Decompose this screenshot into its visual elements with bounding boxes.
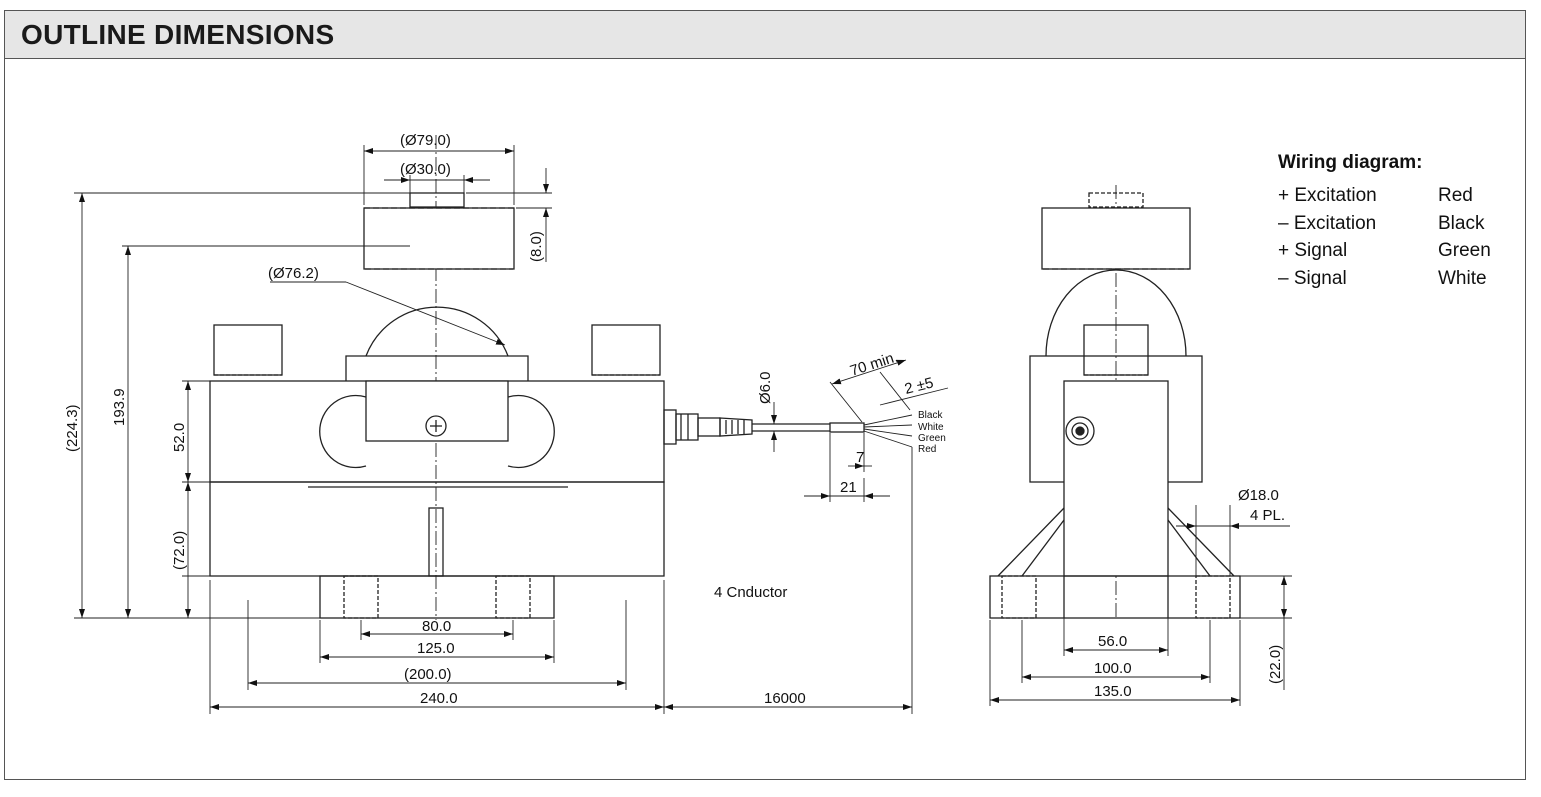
dim-w240: 240.0 — [420, 690, 458, 707]
wire-label-black: Black — [918, 410, 943, 421]
front-dimensions — [74, 145, 949, 714]
dim-h52: 52.0 — [171, 423, 188, 452]
dim-21: 21 — [840, 479, 857, 496]
section-title: OUTLINE DIMENSIONS — [21, 19, 335, 50]
outline-frame: OUTLINE DIMENSIONS — [4, 10, 1526, 780]
dim-h8: (8.0) — [528, 231, 545, 262]
dim-w56: 56.0 — [1098, 633, 1127, 650]
dim-h193: 193.9 — [111, 388, 128, 426]
front-view — [209, 135, 913, 620]
wiring-row: – Signal White — [1278, 265, 1491, 293]
dim-d76: (Ø76.2) — [268, 265, 319, 282]
wiring-color: White — [1438, 267, 1487, 289]
wire-label-green: Green — [918, 433, 946, 444]
side-dimensions — [989, 505, 1292, 706]
wiring-row: + Signal Green — [1278, 237, 1491, 265]
dim-cable-dia: Ø6.0 — [757, 371, 774, 404]
dim-hole: Ø18.0 — [1238, 487, 1279, 504]
wiring-function: – Signal — [1278, 267, 1347, 289]
dim-w80: 80.0 — [422, 618, 451, 635]
wiring-row: – Excitation Black — [1278, 210, 1491, 238]
dim-tin-length: 2 ±5 — [903, 374, 935, 398]
dim-h72: (72.0) — [171, 531, 188, 570]
dim-d30: (Ø30.0) — [400, 161, 451, 178]
dim-w200: (200.0) — [404, 666, 452, 683]
wiring-row: + Excitation Red — [1278, 182, 1491, 210]
dim-w100: 100.0 — [1094, 660, 1132, 677]
dim-h22: (22.0) — [1267, 645, 1284, 684]
wiring-diagram: Wiring diagram: + Excitation Red – Excita… — [1278, 152, 1491, 292]
dim-7: 7 — [856, 449, 864, 466]
wiring-function: – Excitation — [1278, 212, 1377, 234]
dim-d79: (Ø79.0) — [400, 132, 451, 149]
wire-label-white: White — [918, 422, 944, 433]
dim-h224: (224.3) — [64, 404, 81, 452]
dim-strip-length: 70 min. — [848, 348, 900, 379]
wiring-color: Black — [1438, 212, 1485, 234]
wiring-color: Red — [1438, 185, 1473, 206]
side-view — [989, 185, 1241, 620]
wiring-function: + Excitation — [1278, 185, 1377, 206]
dim-w125: 125.0 — [417, 640, 455, 657]
wire-label-red: Red — [918, 444, 936, 455]
wiring-function: + Signal — [1278, 240, 1348, 261]
side-dimension-labels: Ø18.0 4 PL. 56.0 100.0 135.0 (22.0) — [1094, 487, 1285, 700]
conductor-note: 4 Cnductor — [714, 584, 787, 601]
dim-w135: 135.0 — [1094, 683, 1132, 700]
dim-cable-length: 16000 — [764, 690, 806, 707]
section-header: OUTLINE DIMENSIONS — [5, 11, 1525, 59]
dim-hole-count: 4 PL. — [1250, 507, 1285, 524]
wiring-title: Wiring diagram: — [1278, 152, 1423, 173]
wiring-color: Green — [1438, 240, 1491, 261]
